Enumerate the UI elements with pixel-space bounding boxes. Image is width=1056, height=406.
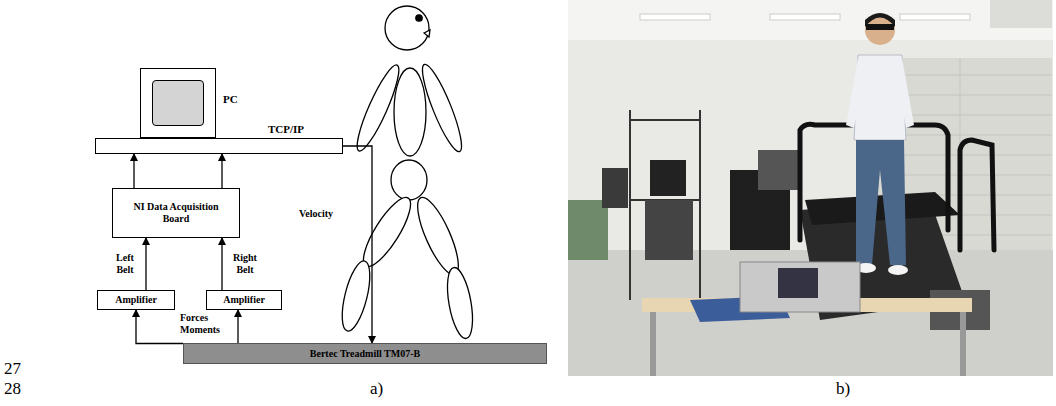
node-label: NI Data Acquisition Board (124, 201, 228, 225)
edge-label: Velocity (286, 208, 346, 220)
panel-label: a) (370, 380, 383, 397)
walking-figure (337, 6, 477, 340)
signal-label: Forces Moments (180, 312, 224, 336)
signal-arrow (221, 154, 222, 188)
treadmill-bar: Bertec Treadmill TM07-B (183, 343, 547, 364)
amplifier-box: Amplifier (206, 290, 282, 310)
panel-label: b) (836, 380, 850, 397)
person-photo (846, 13, 914, 275)
pc-monitor: PC (140, 68, 216, 138)
monitor-screen (152, 80, 204, 126)
edge-label: Left Belt (108, 252, 142, 276)
line-number: 27 (4, 360, 21, 377)
signal-arrow (145, 238, 146, 290)
signal-arrow (237, 310, 238, 343)
signal-arrow (343, 146, 372, 343)
network-bar: TCP/IP (95, 138, 343, 154)
node-label: PC (223, 93, 238, 105)
node-label: Amplifier (111, 294, 161, 306)
signal-arrow (221, 238, 222, 290)
node-label: Bertec Treadmill TM07-B (306, 348, 424, 360)
node-label: Amplifier (219, 294, 269, 306)
daq-board-box: NI Data Acquisition Board (112, 188, 240, 238)
signal-arrow (136, 310, 183, 344)
signal-arrow (133, 154, 134, 188)
node-label: TCP/IP (268, 123, 304, 135)
lab-photo (568, 0, 1053, 376)
amplifier-box: Amplifier (97, 290, 175, 310)
line-number: 28 (4, 380, 21, 397)
edge-label: Right Belt (227, 252, 263, 276)
